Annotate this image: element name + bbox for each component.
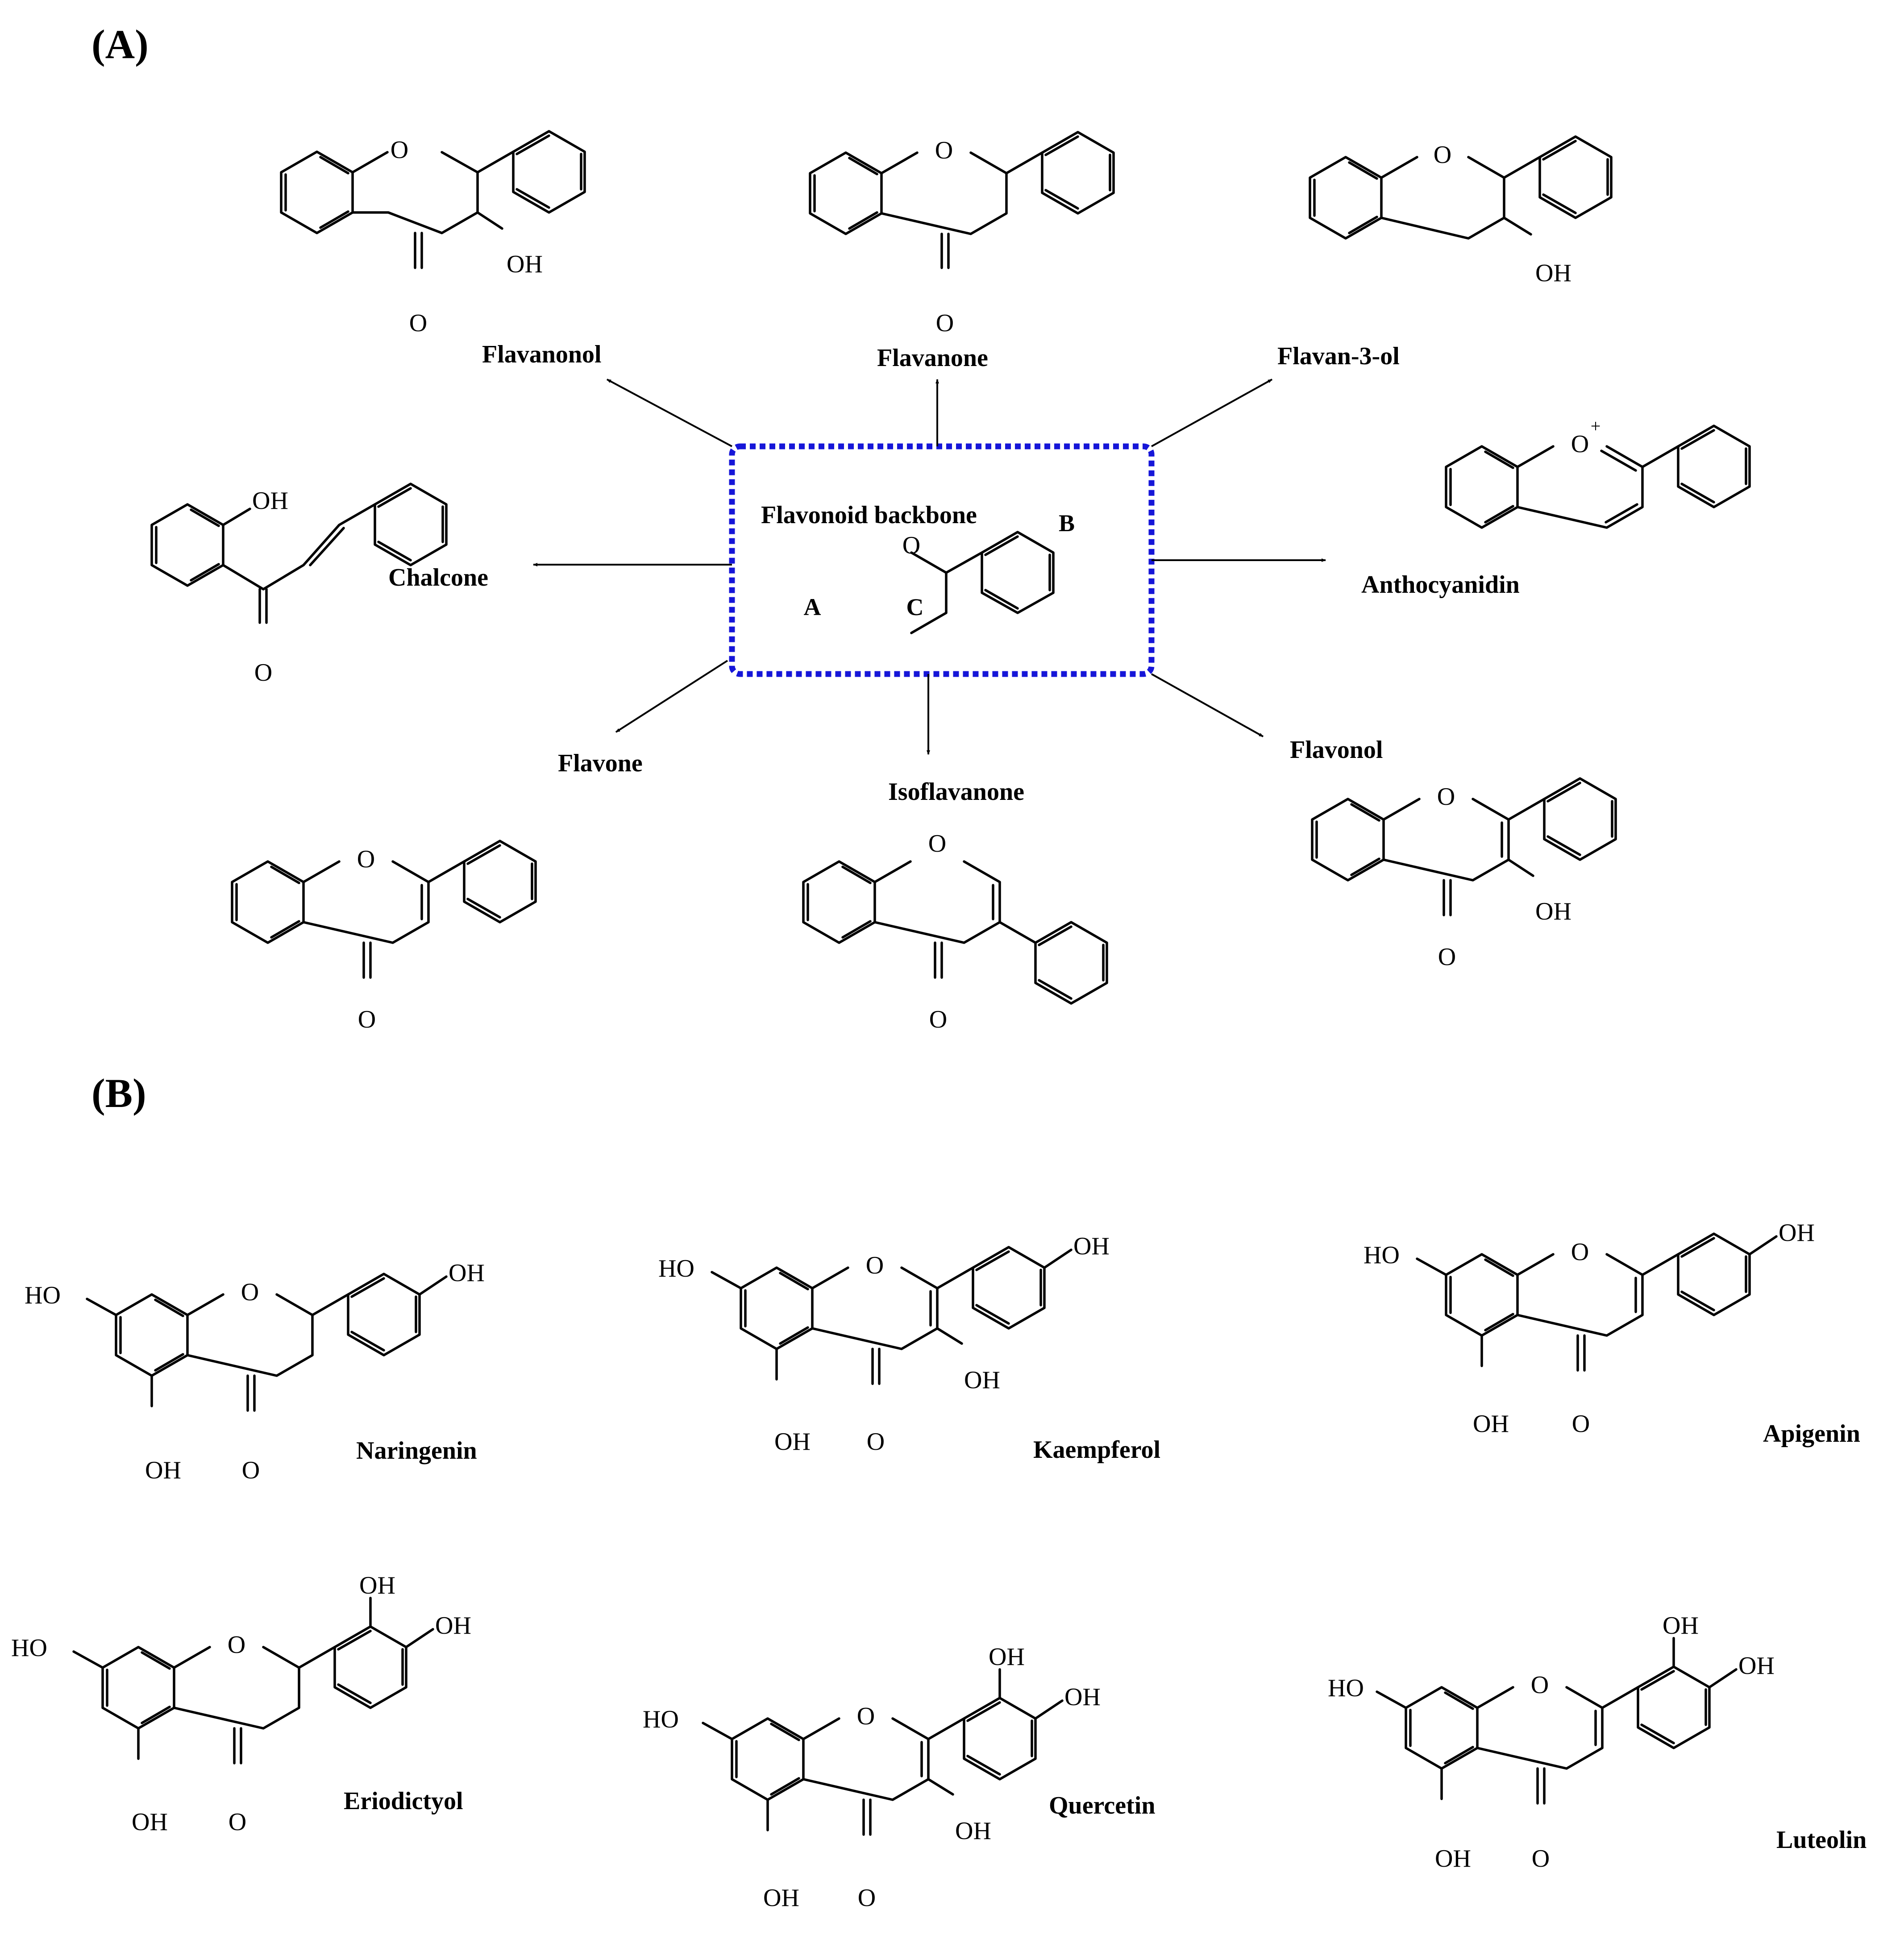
label-apigenin: Apigenin [1763,1420,1860,1448]
naringenin-ketone-o-label: O [242,1456,260,1484]
label-flavanone: Flavanone [877,344,988,372]
luteolin-ho-label: HO [1328,1674,1364,1702]
naringenin-4oh-label: OH [449,1259,485,1287]
eriodictyol-4oh-label: OH [435,1612,471,1640]
isoflavanone-ketone-o-label: O [929,1006,947,1033]
label-isoflavanone: Isoflavanone [888,778,1024,806]
naringenin-ho-label: HO [25,1282,61,1309]
quercetin-3prime-oh-label: OH [989,1643,1025,1671]
label-flavonol: Flavonol [1290,736,1383,764]
kaempferol-3oh-label: OH [964,1366,1000,1394]
flavanonol-o-label: O [391,136,408,164]
apigenin-ketone-o-label: O [1572,1410,1590,1438]
luteolin-4prime-oh-label: OH [1738,1652,1775,1680]
backbone-dashed-box [729,443,1155,677]
label-chalcone: Chalcone [388,564,488,591]
eriodictyol-structure [72,1597,434,1764]
flavan3ol-o-label: O [1434,141,1451,169]
luteolin-structure [1376,1637,1738,1805]
flavone-ketone-o-label: O [358,1006,376,1033]
eriodictyol-3oh-label: OH [359,1572,395,1599]
flavanonol-ketone-o-label: O [409,309,427,337]
label-anthocyanidin: Anthocyanidin [1361,571,1520,599]
label-backbone: Flavonoid backbone [761,501,977,529]
flavanone-structure [809,131,1115,269]
chalcone-structure [150,483,448,624]
label-eriodictyol: Eriodictyol [344,1787,463,1815]
quercetin-o-label: O [857,1702,875,1730]
label-kaempferol: Kaempferol [1033,1436,1160,1464]
luteolin-o-label: O [1531,1671,1549,1699]
flavanonol-structure [280,130,586,269]
flavone-o-label: O [357,845,375,873]
backbone-structure [729,443,1155,677]
eriodictyol-ho-label: HO [11,1634,47,1662]
quercetin-3oh-label: OH [955,1817,991,1845]
kaempferol-4oh-label: OH [1073,1232,1110,1260]
eriodictyol-o-label: O [228,1631,245,1659]
luteolin-3prime-oh-label: OH [1663,1612,1699,1640]
quercetin-4prime-oh-label: OH [1064,1683,1101,1711]
flavonol-o-label: O [1437,783,1455,811]
kaempferol-ketone-o-label: O [867,1428,885,1456]
ring-label-c: C [906,594,924,620]
anthocyanidin-plus-label: + [1591,416,1601,436]
ring-label-b: B [1059,510,1075,537]
arrow-to-flavone [615,660,728,733]
anthocyanidin-structure [1445,424,1751,529]
panel-label-b: (B) [91,1070,146,1116]
flavonol-structure [1311,777,1617,916]
chalcone-ketone-o-label: O [254,659,272,687]
eriodictyol-5oh-label: OH [132,1808,168,1836]
flavan3ol-structure [1309,135,1613,240]
label-naringenin: Naringenin [356,1437,477,1465]
class-arrows [533,379,1326,755]
naringenin-5oh-label: OH [145,1456,181,1484]
flavan3ol-oh-label: OH [1535,259,1571,287]
kaempferol-structure [711,1246,1073,1385]
flavanonol-oh-label: OH [507,250,543,278]
backbone-o-label: O [902,532,920,559]
apigenin-structure [1416,1232,1778,1372]
quercetin-5oh-label: OH [763,1884,799,1912]
ring-label-a: A [804,594,821,620]
quercetin-ho-label: HO [643,1706,679,1733]
flavanone-o-label: O [935,137,953,164]
anthocyanidin-o-label: O [1571,430,1589,458]
flavonol-oh-label: OH [1535,898,1571,925]
label-flavone: Flavone [558,749,643,777]
flavone-structure [231,840,537,979]
arrow-to-flavan3ol [1151,379,1272,447]
kaempferol-ho-label: HO [658,1255,694,1282]
apigenin-ho-label: HO [1364,1241,1400,1269]
apigenin-o-label: O [1571,1238,1589,1266]
flavonol-ketone-o-label: O [1438,943,1456,971]
eriodictyol-ketone-o-label: O [229,1808,246,1836]
label-luteolin: Luteolin [1776,1826,1867,1854]
label-quercetin: Quercetin [1049,1792,1155,1819]
quercetin-structure [702,1668,1064,1836]
flavanone-ketone-o-label: O [936,309,954,337]
label-flavan3ol: Flavan-3-ol [1277,342,1400,370]
luteolin-5oh-label: OH [1435,1845,1471,1873]
isoflavanone-o-label: O [928,830,946,857]
isoflavanone-structure [802,860,1108,1005]
panel-label-a: (A) [91,21,149,67]
apigenin-4oh-label: OH [1779,1219,1815,1247]
naringenin-o-label: O [241,1278,259,1306]
label-flavanonol: Flavanonol [482,341,602,368]
kaempferol-5oh-label: OH [774,1428,811,1456]
apigenin-5oh-label: OH [1473,1410,1509,1438]
kaempferol-o-label: O [866,1252,884,1279]
arrow-to-flavanonol [607,379,732,447]
luteolin-ketone-o-label: O [1532,1845,1550,1873]
naringenin-structure [86,1273,448,1412]
quercetin-ketone-o-label: O [858,1884,876,1912]
chalcone-oh-label: OH [252,487,288,515]
arrow-to-flavonol [1151,673,1264,737]
